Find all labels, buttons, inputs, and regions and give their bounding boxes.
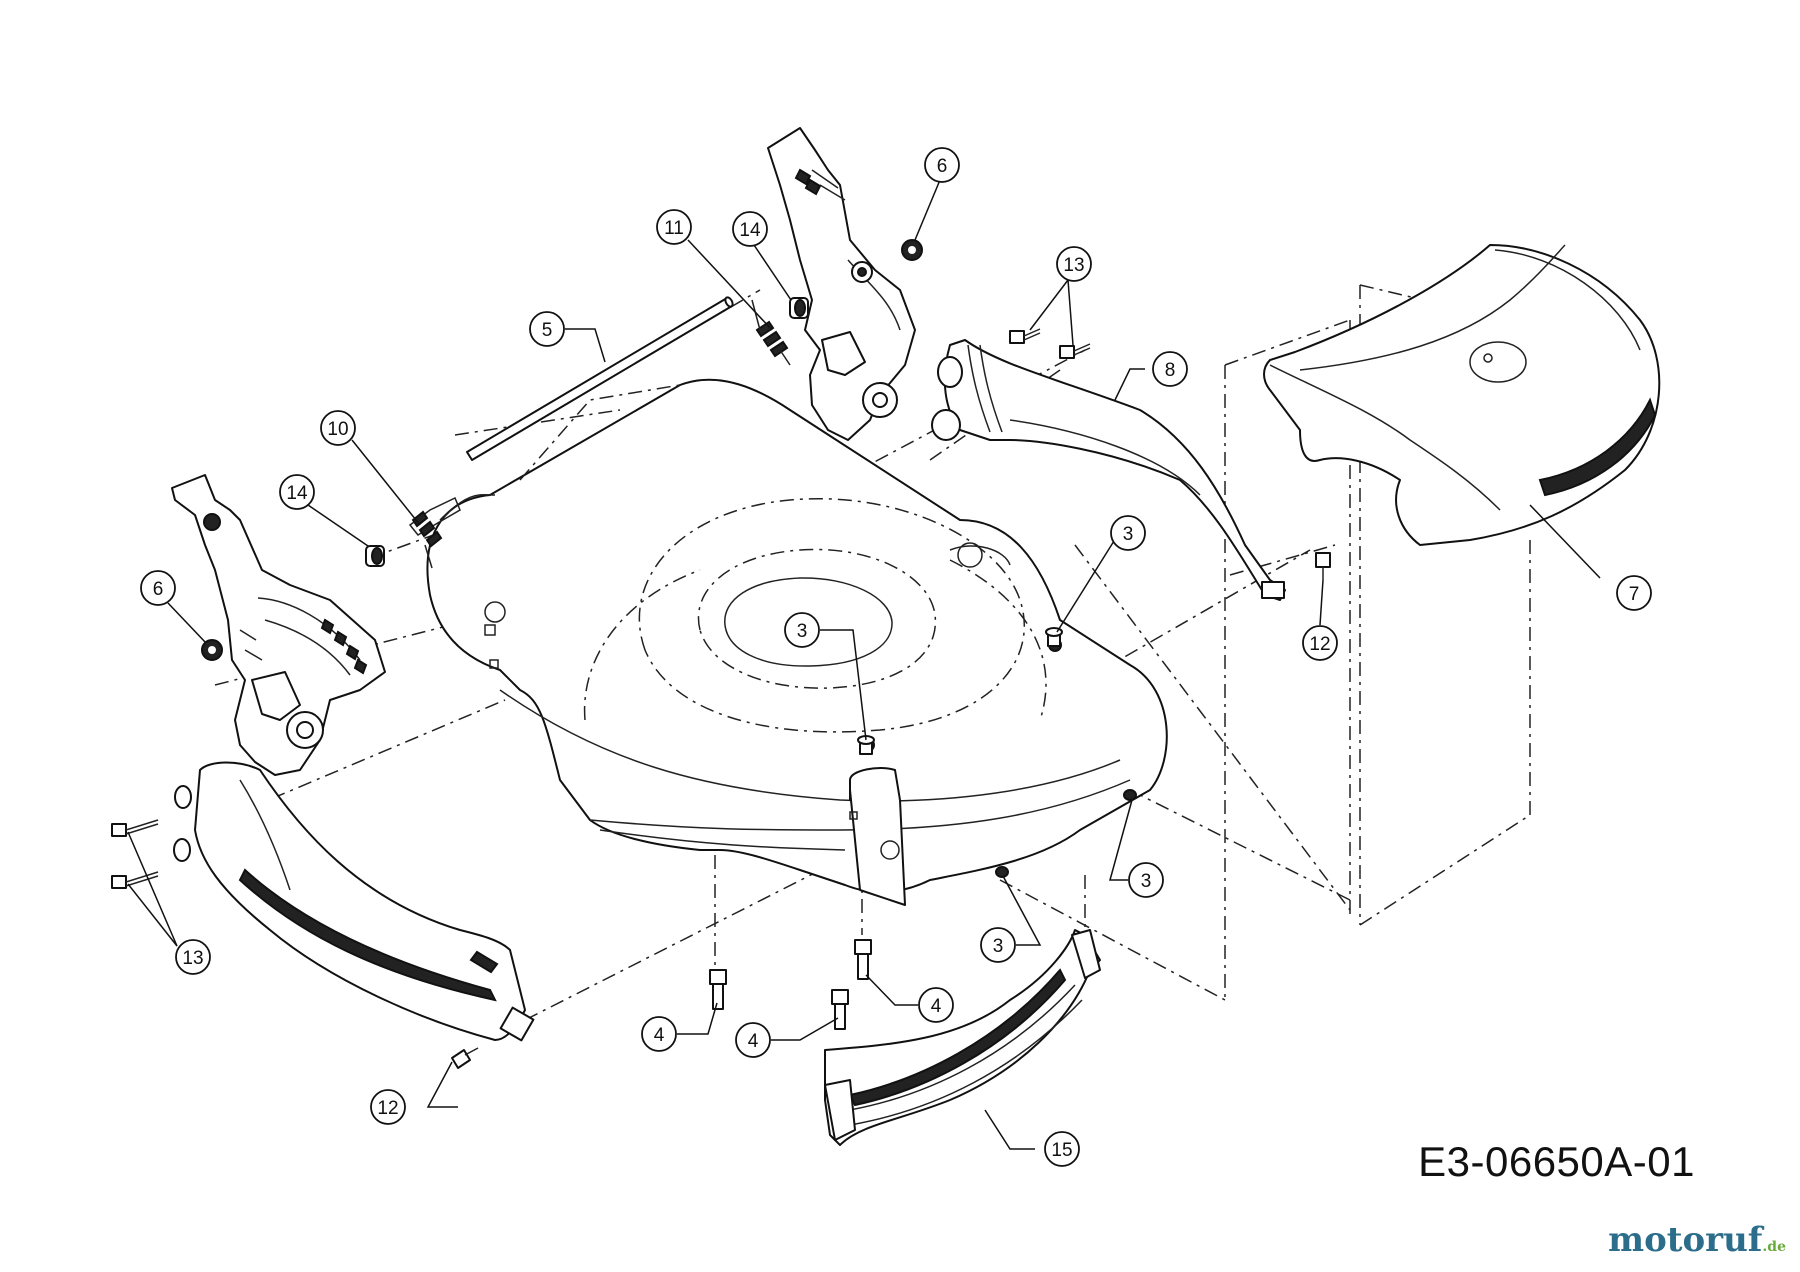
callout-8: 8 xyxy=(1152,351,1188,387)
watermark-suffix: .de xyxy=(1762,1239,1786,1255)
svg-text:7: 7 xyxy=(1629,584,1640,605)
svg-text:4: 4 xyxy=(654,1025,665,1046)
svg-text:3: 3 xyxy=(797,621,808,642)
stud-3c xyxy=(1123,789,1137,801)
bolts xyxy=(111,328,1331,1069)
watermark-logo: motoruf.de xyxy=(1608,1220,1786,1260)
svg-text:3: 3 xyxy=(993,936,1004,957)
callout-3-upper-right: 3 xyxy=(1110,515,1146,551)
svg-text:6: 6 xyxy=(153,579,164,600)
screw-12a xyxy=(451,1047,479,1069)
callout-10: 10 xyxy=(320,410,356,446)
locknut-left xyxy=(201,639,223,661)
axle-rod xyxy=(466,296,734,461)
svg-text:6: 6 xyxy=(937,156,948,177)
svg-text:4: 4 xyxy=(931,996,942,1017)
callout-5: 5 xyxy=(529,311,565,347)
screw-13c xyxy=(1009,328,1041,344)
svg-text:8: 8 xyxy=(1165,360,1176,381)
callout-4-left: 4 xyxy=(641,1016,677,1052)
stud-3d xyxy=(995,866,1009,878)
svg-text:11: 11 xyxy=(664,218,684,239)
callout-3-right: 3 xyxy=(1128,862,1164,898)
height-adjust-bracket-front xyxy=(767,127,916,441)
stud-3a xyxy=(1045,627,1063,647)
callout-12-bottom-left: 12 xyxy=(370,1089,406,1125)
drawing-code: E3-06650A-01 xyxy=(1418,1138,1695,1185)
bushing-front xyxy=(789,297,809,319)
svg-text:4: 4 xyxy=(748,1031,759,1052)
callout-14-right: 14 xyxy=(732,211,768,247)
screw-13d xyxy=(1059,343,1091,359)
callout-13-left: 13 xyxy=(175,939,211,975)
svg-text:12: 12 xyxy=(377,1098,398,1119)
callout-4-right: 4 xyxy=(918,987,954,1023)
callout-15: 15 xyxy=(1044,1131,1080,1167)
svg-text:12: 12 xyxy=(1309,634,1330,655)
bolt-4c xyxy=(854,939,872,980)
height-adjust-bracket-rear xyxy=(171,474,386,776)
stud-3b xyxy=(857,735,875,755)
svg-text:3: 3 xyxy=(1141,871,1152,892)
svg-text:13: 13 xyxy=(182,948,203,969)
svg-text:14: 14 xyxy=(739,220,761,241)
callout-11: 11 xyxy=(656,209,692,245)
grass-shield xyxy=(1263,244,1661,546)
callout-12-right: 12 xyxy=(1302,625,1338,661)
callout-3-center: 3 xyxy=(784,612,820,648)
leader-lines xyxy=(127,179,1601,1150)
svg-text:15: 15 xyxy=(1051,1140,1072,1161)
svg-text:14: 14 xyxy=(286,483,308,504)
svg-text:3: 3 xyxy=(1123,524,1134,545)
svg-text:13: 13 xyxy=(1063,255,1084,276)
svg-text:10: 10 xyxy=(327,419,348,440)
rear-flap xyxy=(931,339,1286,601)
callout-7: 7 xyxy=(1616,575,1652,611)
bushing-rear xyxy=(365,545,385,567)
callout-6-right: 6 xyxy=(924,147,960,183)
rear-left-cover xyxy=(173,761,535,1042)
callout-13-right: 13 xyxy=(1056,246,1092,282)
svg-text:5: 5 xyxy=(542,320,553,341)
callout-3-lower: 3 xyxy=(980,927,1016,963)
locknut-right xyxy=(901,239,923,261)
torsion-spring-rear xyxy=(408,496,461,569)
callout-4-middle: 4 xyxy=(735,1022,771,1058)
bolt-4b xyxy=(831,989,849,1030)
screw-13a xyxy=(111,819,159,837)
torsion-spring-front xyxy=(751,299,791,366)
front-flap xyxy=(824,929,1101,1146)
callout-14-left: 14 xyxy=(279,474,315,510)
watermark-name: motoruf xyxy=(1608,1220,1763,1260)
callout-6-left: 6 xyxy=(140,570,176,606)
bolt-4a xyxy=(709,969,727,1010)
screw-12b xyxy=(1315,552,1331,580)
screw-13b xyxy=(111,871,159,889)
